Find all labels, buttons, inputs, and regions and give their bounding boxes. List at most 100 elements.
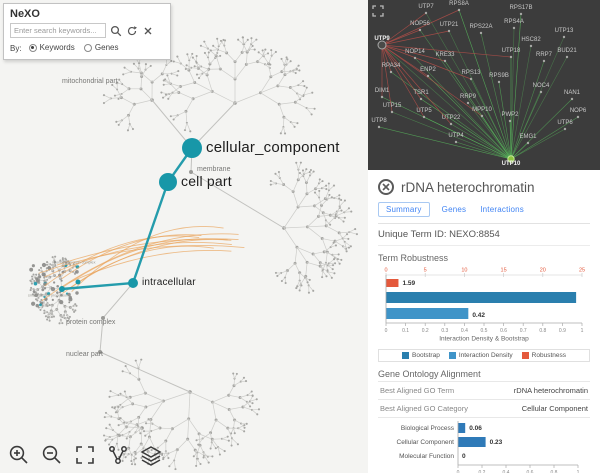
radio-genes-dot[interactable]: [83, 43, 92, 52]
clear-icon[interactable]: [141, 24, 154, 37]
radio-genes[interactable]: Genes: [83, 43, 119, 52]
gene-node-utp9[interactable]: UTP9: [374, 36, 390, 42]
gene-node-rps4a[interactable]: RPS4A: [504, 19, 524, 25]
gene-node-rps17b[interactable]: RPS17B: [509, 5, 533, 11]
gene-node-enp2[interactable]: ENP2: [420, 67, 436, 73]
gene-node-rps8a[interactable]: RPS8A: [449, 1, 469, 7]
svg-text:0.6: 0.6: [527, 470, 534, 473]
tab-summary[interactable]: Summary: [378, 202, 430, 217]
gene-node-utp18[interactable]: UTP18: [501, 48, 521, 54]
tree-node-nuclear-part[interactable]: nuclear part: [66, 350, 103, 358]
gene-node-nop14[interactable]: NOP14: [405, 49, 425, 55]
gene-node-rps9b[interactable]: RPS9B: [489, 73, 509, 79]
svg-text:0.7: 0.7: [520, 328, 527, 334]
gene-node-kre33[interactable]: KRE33: [435, 52, 455, 58]
tree-node-ribonucleoprotein-complex[interactable]: ribonucleoprotein complex: [52, 261, 96, 265]
gene-node-utp10[interactable]: UTP10: [501, 161, 521, 167]
svg-text:1: 1: [577, 470, 580, 473]
expand-icon[interactable]: [372, 4, 384, 17]
tree-node-cell-part[interactable]: cell part: [181, 173, 232, 190]
robustness-title: Term Robustness: [378, 253, 449, 263]
legend-swatch: [448, 352, 456, 359]
tree-node-membrane[interactable]: membrane: [197, 165, 231, 173]
gene-node-utp5[interactable]: UTP5: [416, 108, 432, 114]
gene-node-tsr1[interactable]: TSR1: [413, 90, 429, 96]
gene-node-utp7[interactable]: UTP7: [418, 4, 434, 10]
hierarchy-view-button[interactable]: [107, 444, 129, 466]
search-input[interactable]: [10, 23, 106, 38]
alignment-title: Gene Ontology Alignment: [378, 369, 481, 379]
gene-node-utp4[interactable]: UTP4: [448, 133, 464, 139]
ontology-tree[interactable]: [0, 0, 368, 473]
gene-node-rpa34[interactable]: RPA34: [381, 63, 401, 69]
gene-node-rps13[interactable]: RPS13: [461, 70, 481, 76]
gene-node-noc4[interactable]: NOC4: [532, 83, 550, 89]
legend-swatch: [521, 352, 529, 359]
zoom-in-button[interactable]: [8, 444, 30, 466]
search-mode-row: By: Keywords Genes: [10, 43, 164, 54]
zoom-out-button[interactable]: [41, 444, 63, 466]
subnetwork-panel[interactable]: UTP7 RPS8A RPS17B NOP56 UTP21 RPS22A RPS4A UTP1…: [368, 0, 600, 170]
gene-node-utp15[interactable]: UTP15: [382, 103, 402, 109]
gene-node-dim1[interactable]: DIM1: [374, 88, 390, 94]
svg-text:0.42: 0.42: [472, 312, 485, 319]
tree-node-mitochondrial-part[interactable]: mitochondrial part: [62, 77, 118, 85]
tree-node-cellular-component[interactable]: cellular_component: [206, 138, 340, 156]
gene-node-utp13[interactable]: UTP13: [554, 28, 574, 34]
gene-node-rrp7[interactable]: RRP7: [535, 52, 553, 58]
gene-node-bud21[interactable]: BUD21: [557, 48, 577, 54]
term-id-value: NEXO:8854: [449, 229, 500, 240]
gene-node-emg1[interactable]: EMG1: [519, 134, 537, 140]
svg-text:0.2: 0.2: [422, 328, 429, 334]
tab-interactions[interactable]: Interactions: [480, 205, 524, 214]
svg-text:0: 0: [385, 328, 388, 334]
svg-text:0.8: 0.8: [551, 470, 558, 473]
detail-tabs: Summary Genes Interactions: [378, 202, 590, 224]
legend-bootstrap: Bootstrap: [402, 352, 440, 359]
gene-node-utp22[interactable]: UTP22: [441, 115, 461, 121]
tree-node-protein-complex[interactable]: protein complex: [66, 318, 116, 326]
gene-node-rrp9[interactable]: RRP9: [459, 94, 477, 100]
tree-node-small-subunit-processome[interactable]: small-subunit processome: [28, 294, 72, 298]
radio-genes-label: Genes: [94, 43, 119, 52]
svg-text:1.59: 1.59: [402, 280, 415, 287]
gene-node-rps22a[interactable]: RPS22A: [469, 24, 493, 30]
close-icon[interactable]: [378, 179, 394, 195]
svg-text:0: 0: [457, 470, 460, 473]
svg-text:0: 0: [462, 453, 466, 460]
gene-node-pwp2[interactable]: PWP2: [501, 112, 519, 118]
gene-node-nop56[interactable]: NOP56: [410, 21, 430, 27]
term-title: rDNA heterochromatin: [401, 179, 535, 195]
svg-text:20: 20: [540, 268, 546, 274]
radio-keywords[interactable]: Keywords: [28, 43, 75, 52]
gene-node-utp21[interactable]: UTP21: [439, 22, 459, 28]
refresh-icon[interactable]: [125, 24, 138, 37]
gene-node-mpp10[interactable]: MPP10: [472, 107, 492, 113]
svg-text:0.3: 0.3: [441, 328, 448, 334]
legend-label: Bootstrap: [412, 352, 440, 359]
app-title: NeXO: [10, 8, 40, 20]
fit-view-button[interactable]: [74, 444, 96, 466]
gene-node-hsc82[interactable]: HSC82: [521, 37, 541, 43]
gene-node-nop6[interactable]: NOP6: [569, 108, 587, 114]
gene-node-utp6[interactable]: UTP6: [557, 120, 573, 126]
gene-node-utp8[interactable]: UTP8: [371, 118, 387, 124]
alignment-row-label: Best Aligned GO Category: [380, 404, 468, 413]
term-detail-panel: rDNA heterochromatin Summary Genes Interac…: [368, 170, 600, 473]
radio-keywords-dot[interactable]: [28, 43, 37, 52]
by-label: By:: [10, 43, 22, 53]
layers-button[interactable]: [140, 444, 162, 466]
svg-text:0.4: 0.4: [461, 328, 468, 334]
tree-node-intracellular[interactable]: intracellular: [142, 276, 196, 288]
gene-node-nan1[interactable]: NAN1: [563, 90, 581, 96]
tab-genes[interactable]: Genes: [441, 205, 467, 214]
legend-robustness: Robustness: [521, 352, 566, 359]
search-icon[interactable]: [109, 24, 122, 37]
svg-text:0.4: 0.4: [503, 470, 510, 473]
